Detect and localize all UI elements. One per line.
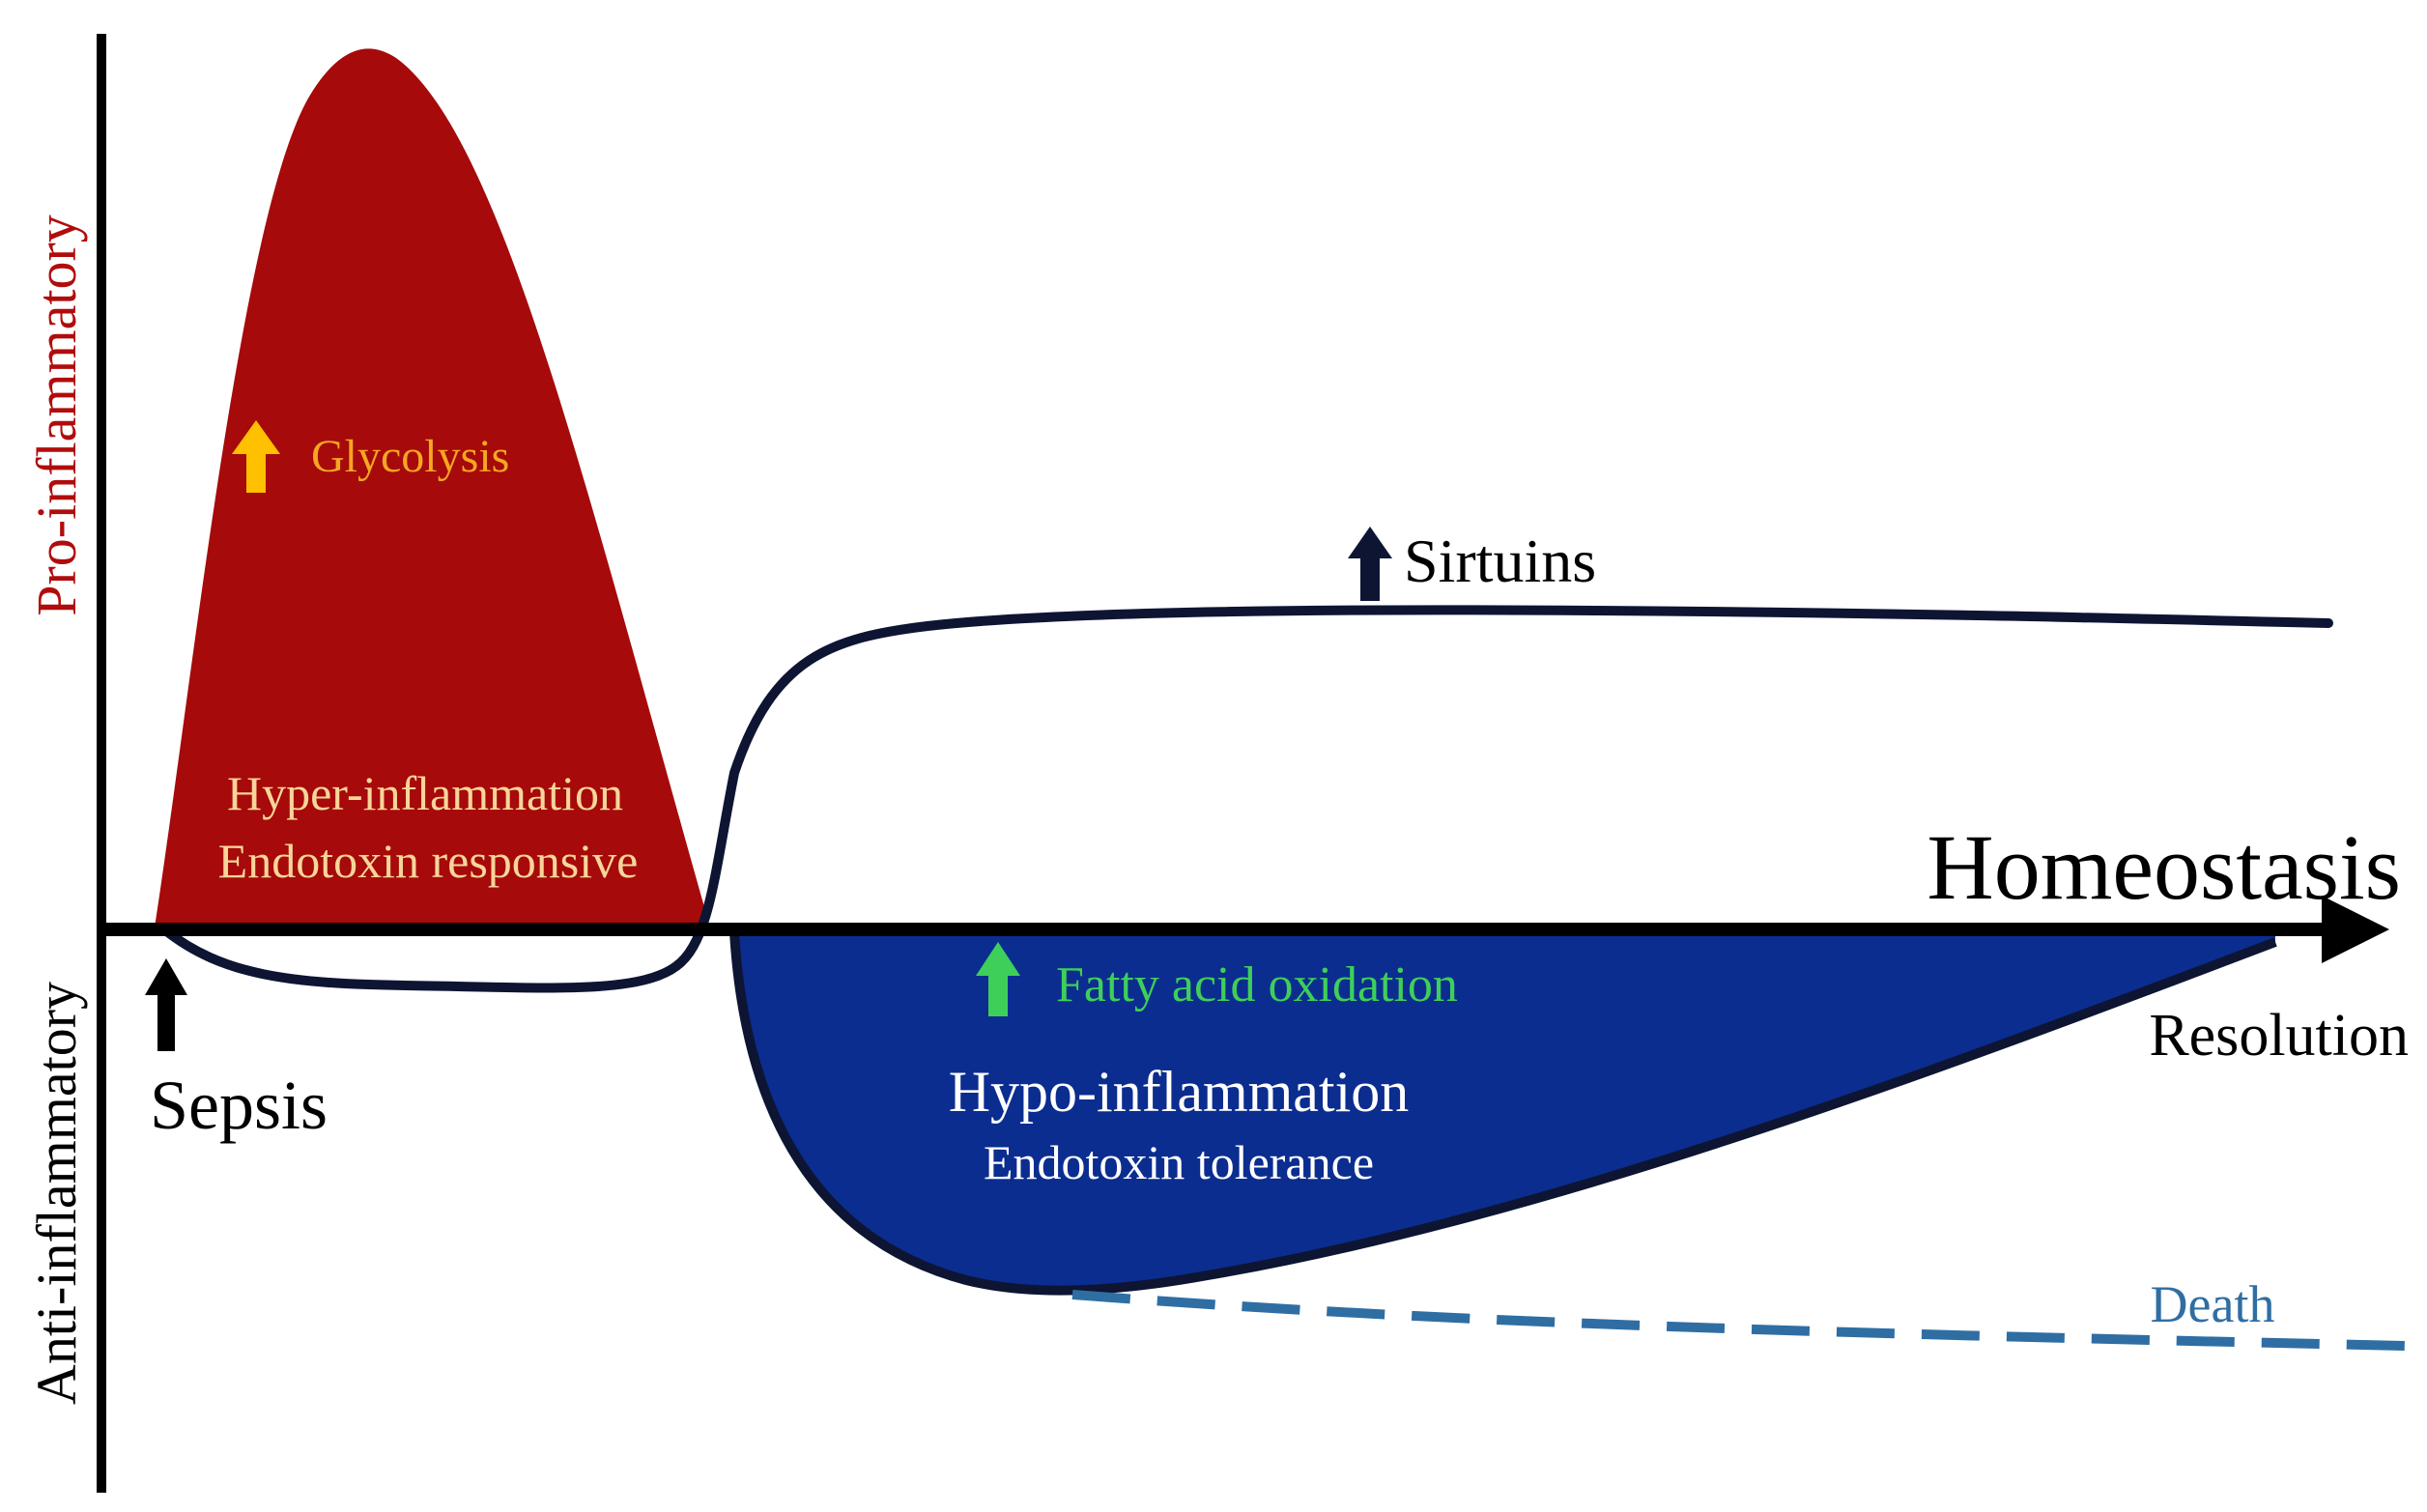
up-arrow-icon <box>145 958 187 1051</box>
up-arrow-icon <box>1348 527 1392 601</box>
resolution-label: Resolution <box>2149 1003 2409 1069</box>
hypo-inflammation-label: Hypo-inflammation <box>949 1060 1410 1124</box>
hypo-inflammation-outline <box>729 931 2277 1296</box>
glycolysis-label: Glycolysis <box>311 431 509 482</box>
endotoxin-tolerance-label: Endotoxin tolerance <box>984 1135 1374 1189</box>
hyper-inflammation-area <box>155 48 710 928</box>
homeostasis-label: Homeostasis <box>1927 815 2401 919</box>
hypo-inflammation-area <box>734 927 2275 1291</box>
death-line <box>1071 1290 2407 1351</box>
y-axis-label-pro: Pro-inflammatory <box>25 214 88 616</box>
fatty-acid-oxidation-label: Fatty acid oxidation <box>1056 957 1458 1013</box>
endotoxin-responsive-label: Endotoxin responsive <box>218 834 639 888</box>
up-arrow-icon <box>976 942 1020 1016</box>
sirtuins-curve <box>159 605 2333 993</box>
sirtuins-label: Sirtuins <box>1404 527 1596 595</box>
death-label: Death <box>2151 1275 2275 1333</box>
y-axis-label-anti: Anti-inflammatory <box>25 982 88 1405</box>
sepsis-label: Sepsis <box>150 1067 328 1144</box>
hyper-inflammation-label: Hyper-inflammation <box>227 766 623 820</box>
up-arrow-icon <box>232 420 280 493</box>
